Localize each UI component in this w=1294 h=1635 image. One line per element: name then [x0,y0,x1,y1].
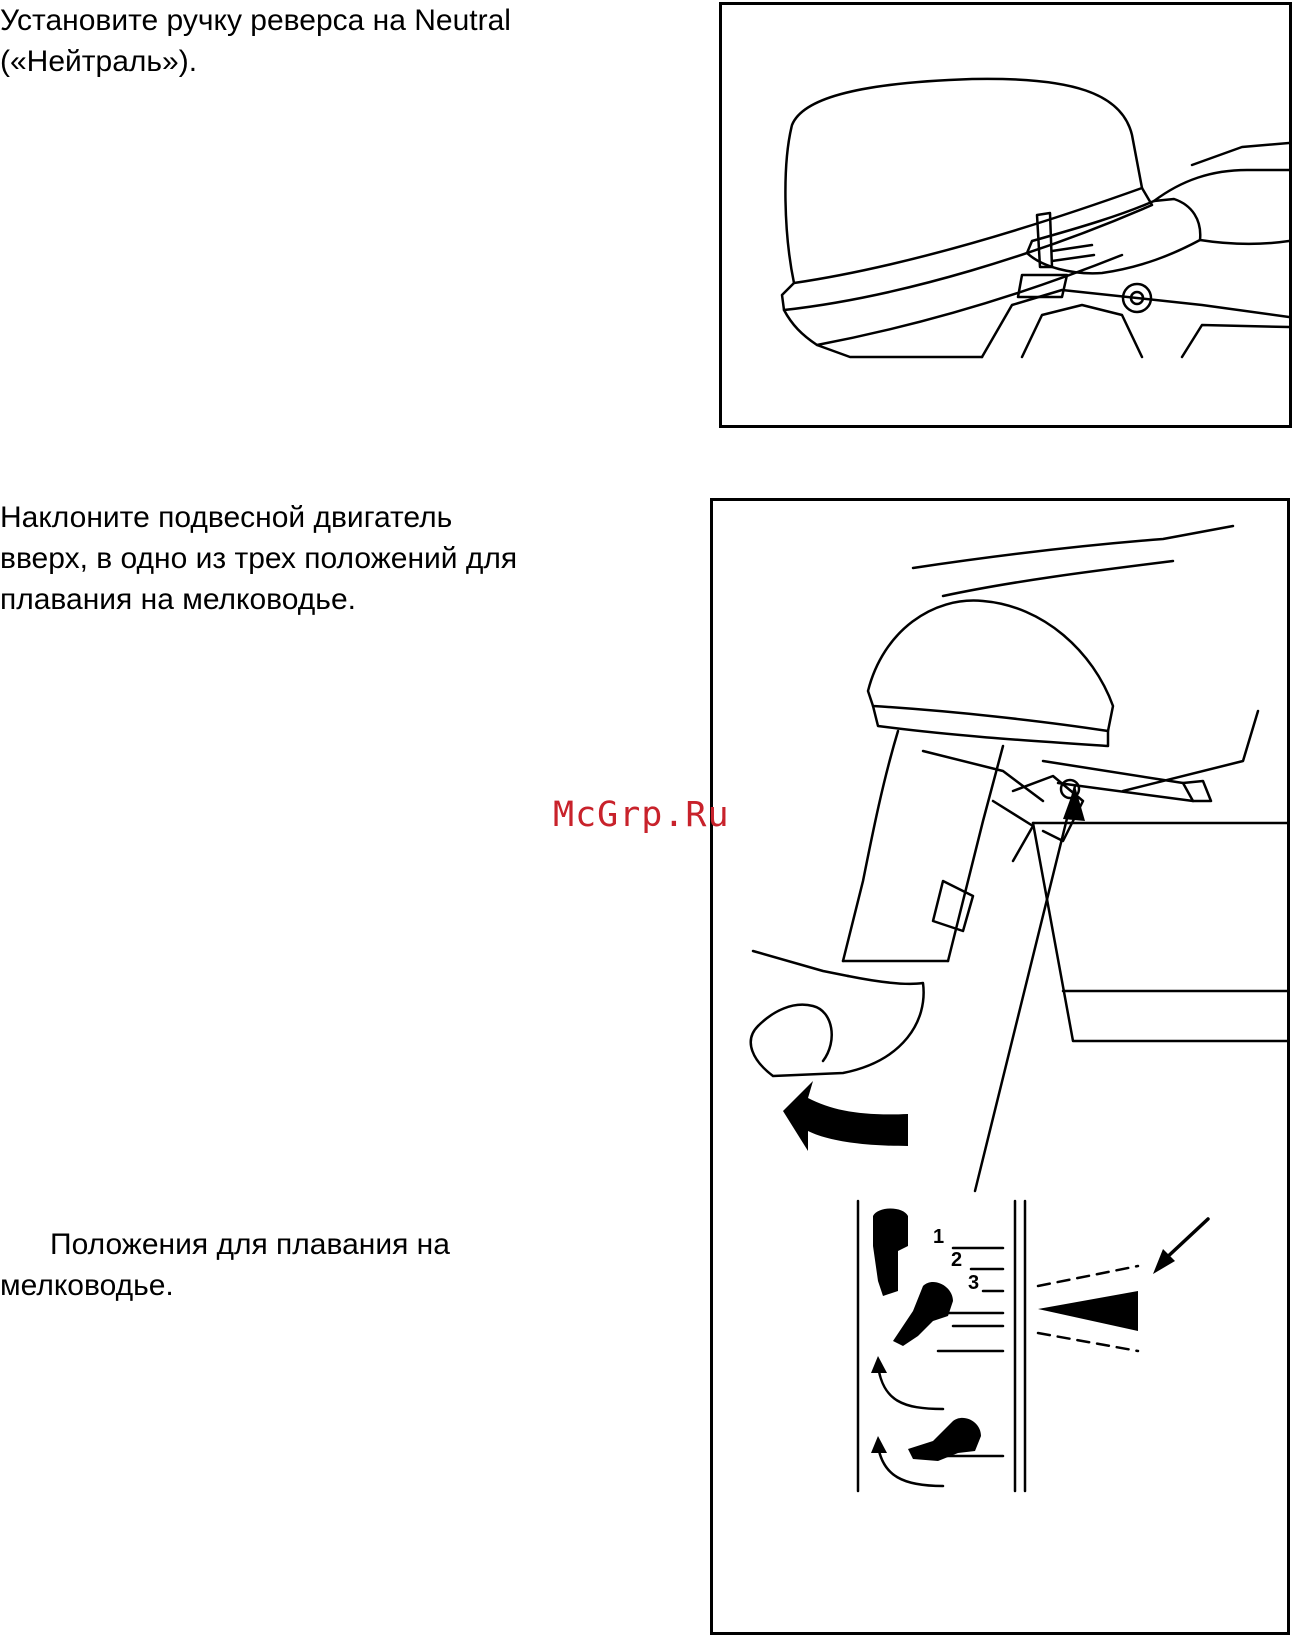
position-label-1: 1 [933,1226,944,1248]
instruction-tilt-up-line-3: плавания на мелководье. [0,579,517,620]
caption-shallow-positions-line-1: Положения для плавания на [0,1224,450,1265]
figure-shift-lever-neutral [719,2,1292,428]
position-label-2: 2 [951,1249,962,1271]
instruction-tilt-up-line-1: Наклоните подвесной двигатель [0,497,517,538]
instruction-neutral-line-1: Установите ручку реверса на Neutral [0,0,511,41]
instruction-tilt-up-line-2: вверх, в одно из трех положений для [0,538,517,579]
outboard-tilt-illustration: 1 2 3 [713,501,1287,1632]
instruction-neutral: Установите ручку реверса на Neutral («Не… [0,0,511,82]
position-label-3: 3 [968,1272,979,1294]
watermark: McGrp.Ru [553,795,730,835]
instruction-tilt-up: Наклоните подвесной двигатель вверх, в о… [0,497,517,620]
caption-shallow-positions-line-2: мелководье. [0,1265,450,1306]
outboard-hand-lever-illustration [722,5,1289,425]
caption-shallow-positions: Положения для плавания на мелководье. [0,1224,450,1306]
figure-tilt-positions: 1 2 3 [710,498,1290,1635]
instruction-neutral-line-2: («Нейтраль»). [0,41,511,82]
